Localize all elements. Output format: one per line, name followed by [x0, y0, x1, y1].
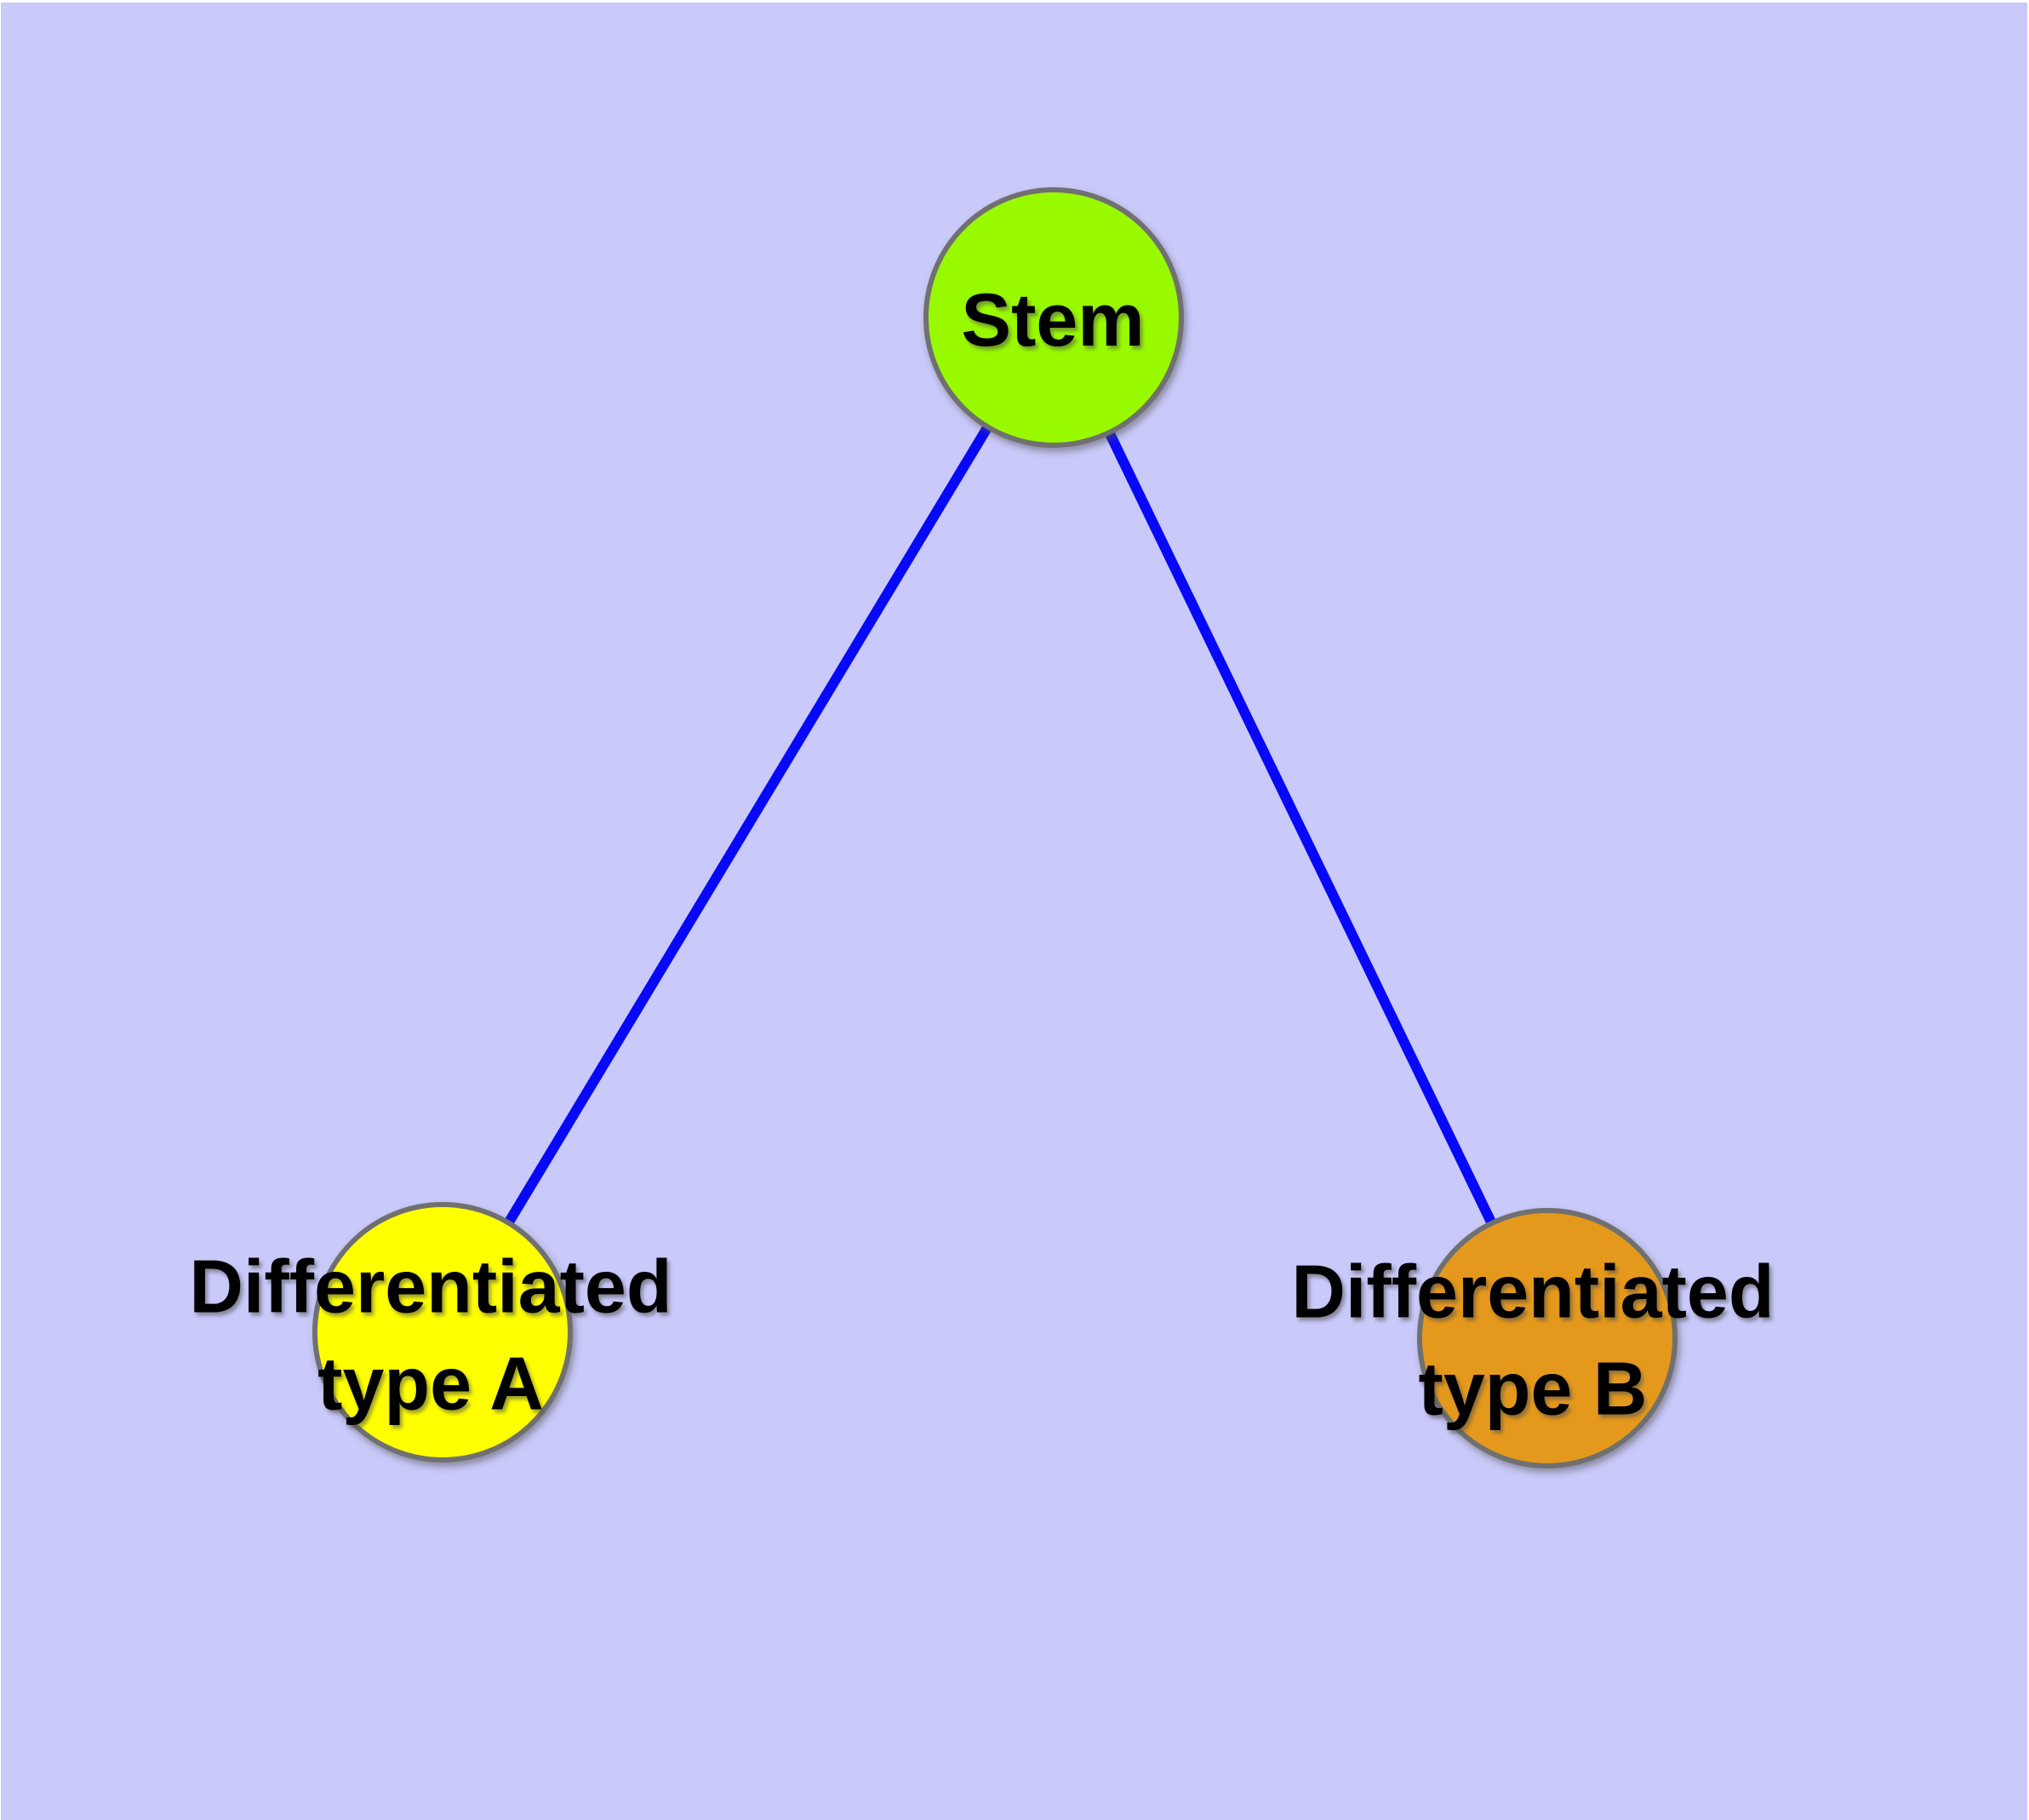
diagram-canvas: Stem Differentiated type A Differentiate… — [1, 3, 2027, 1820]
node-stem-circle — [923, 187, 1184, 448]
edge-stem-to-typeB — [1049, 312, 1552, 1343]
graph-svg — [312, 187, 1677, 1468]
node-typeA-circle — [312, 1202, 573, 1462]
node-typeB-circle — [1417, 1208, 1677, 1468]
edge-stem-to-typeA — [437, 312, 1059, 1337]
